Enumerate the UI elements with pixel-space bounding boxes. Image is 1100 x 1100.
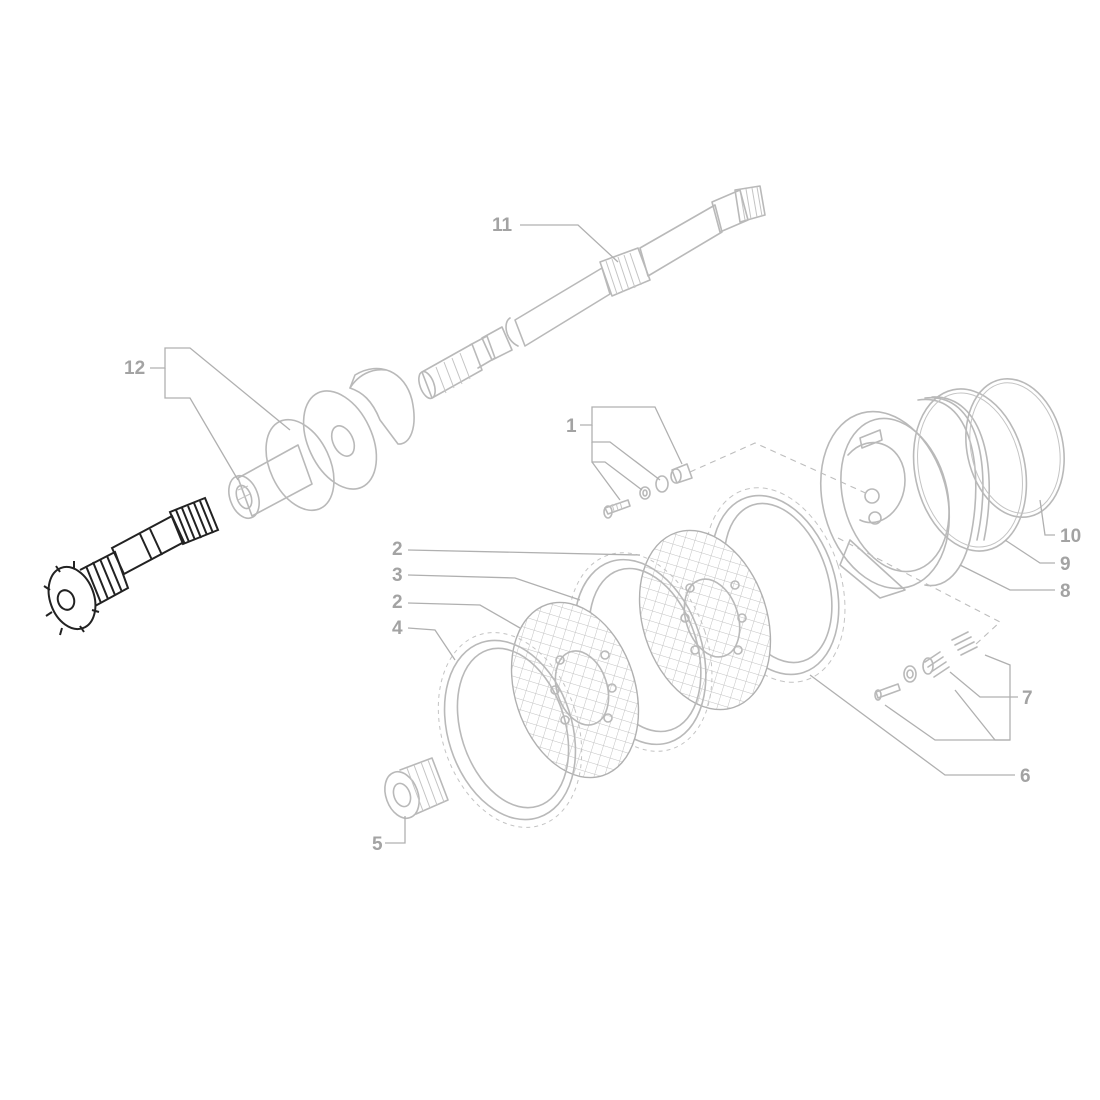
callout-10: 10: [1060, 526, 1081, 547]
callout-8: 8: [1060, 581, 1071, 602]
callout-7: 7: [1022, 688, 1033, 709]
small-gear-part-5: [384, 757, 449, 820]
main-shaft-part-11: [418, 185, 766, 400]
spring-set-part-7: [874, 631, 978, 701]
outer-toothed-disc-part-4: [437, 632, 583, 828]
callout-11: 11: [492, 215, 513, 236]
callout-5: 5: [372, 834, 383, 855]
callout-9: 9: [1060, 554, 1071, 575]
callout-4: 4: [392, 618, 403, 639]
friction-disc-upper-part-2: [638, 529, 772, 711]
o-ring-part-10: [965, 378, 1065, 518]
callout-6: 6: [1020, 766, 1031, 787]
callout-2-lower: 2: [392, 592, 403, 613]
seal-ring-part-9: [912, 388, 1028, 552]
friction-disc-lower-part-2: [510, 601, 640, 779]
bolt-set-part-1: [603, 463, 693, 519]
callout-3: 3: [392, 565, 403, 586]
callout-2-upper: 2: [392, 539, 403, 560]
shaft-assembly-part-12: [228, 367, 415, 520]
housing-part-8: [819, 396, 990, 599]
callout-labels: 11 12 1 2 3 2 4 5 10 9 8 7 6: [124, 215, 1081, 855]
callout-12: 12: [124, 358, 145, 379]
leader-lines: [150, 224, 1055, 844]
pinion-shaft: [43, 496, 220, 636]
callout-1: 1: [566, 416, 577, 437]
assembly-guide-lines: [689, 442, 1001, 646]
